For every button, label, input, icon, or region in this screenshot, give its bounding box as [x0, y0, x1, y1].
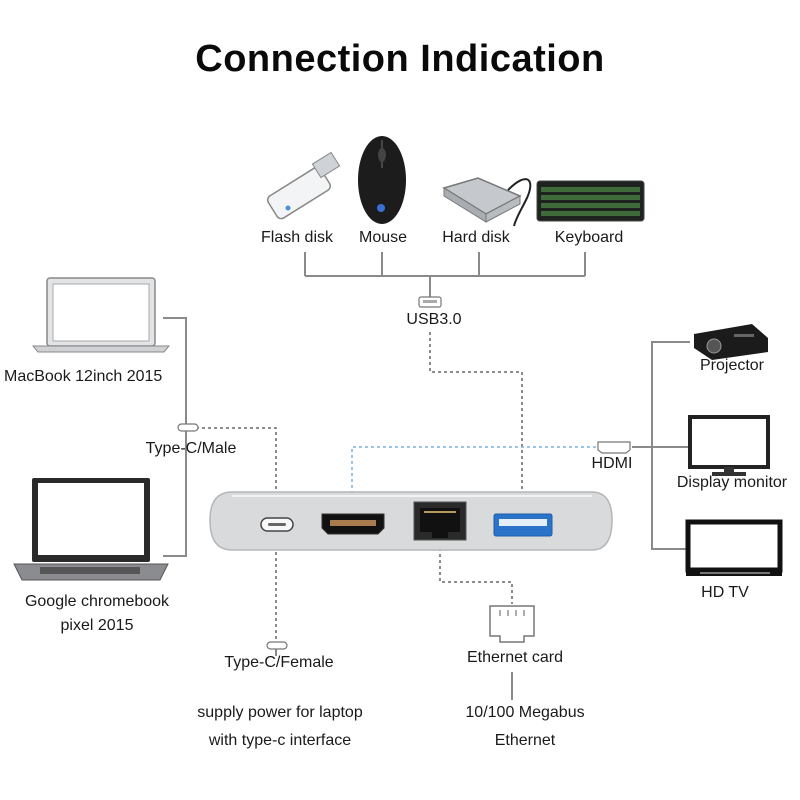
mouse-label: Mouse: [358, 229, 408, 246]
chromebook-icon: [13, 478, 169, 581]
laptop-bracket: [163, 317, 187, 557]
hdmi-port-glyph: [597, 441, 631, 454]
mouse-icon: [358, 136, 406, 224]
tv-icon: [685, 519, 783, 576]
chromebook-label-line2: pixel 2015: [60, 617, 134, 634]
diagram-title: Connection Indication: [195, 38, 605, 80]
type-c-male-dashed-link: [196, 427, 277, 640]
power-note-line2: with type-c interface: [208, 732, 352, 749]
hub-hdmi-port: [321, 513, 385, 535]
ethernet-dashed-link: [439, 548, 513, 604]
power-note-line1: supply power for laptop: [197, 704, 363, 721]
hd-tv-label: HD TV: [701, 584, 749, 601]
hub-usb-port: [493, 513, 553, 537]
ethernet-card-label: Ethernet card: [466, 649, 564, 666]
usb-port-glyph: [418, 296, 442, 308]
ethernet-card-icon: [489, 605, 535, 643]
display-bracket: [632, 341, 690, 550]
keyboard-label: Keyboard: [554, 229, 624, 246]
hub-type-c-port: [260, 517, 294, 532]
ethernet-speed-line1: 10/100 Megabus: [465, 704, 585, 721]
flash-disk-label: Flash disk: [260, 229, 334, 246]
hard-disk-label: Hard disk: [442, 229, 510, 246]
type-c-female-glyph: [266, 641, 288, 650]
hub-ethernet-port: [413, 501, 467, 541]
ethernet-speed-line2: Ethernet: [494, 732, 556, 749]
usb-bus-lines: [304, 252, 586, 298]
type-c-male-glyph: [177, 423, 199, 432]
hdmi-label: HDMI: [591, 455, 633, 472]
display-monitor-label: Display monitor: [676, 474, 788, 491]
macbook-label: MacBook 12inch 2015: [4, 368, 163, 385]
hdmi-dashed-link: [351, 446, 598, 512]
projector-icon: [694, 324, 768, 360]
keyboard-icon: [536, 180, 645, 222]
usb-dashed-link: [429, 332, 523, 512]
projector-label: Projector: [699, 357, 765, 374]
monitor-icon: [688, 415, 770, 476]
type-c-female-label: Type-C/Female: [224, 654, 334, 671]
usb-port-label: USB3.0: [406, 311, 462, 328]
flash-disk-icon: [266, 151, 341, 220]
macbook-icon: [31, 277, 171, 353]
hard-disk-icon: [442, 177, 532, 227]
chromebook-label-line1: Google chromebook: [24, 593, 170, 610]
type-c-male-label: Type-C/Male: [145, 440, 237, 457]
